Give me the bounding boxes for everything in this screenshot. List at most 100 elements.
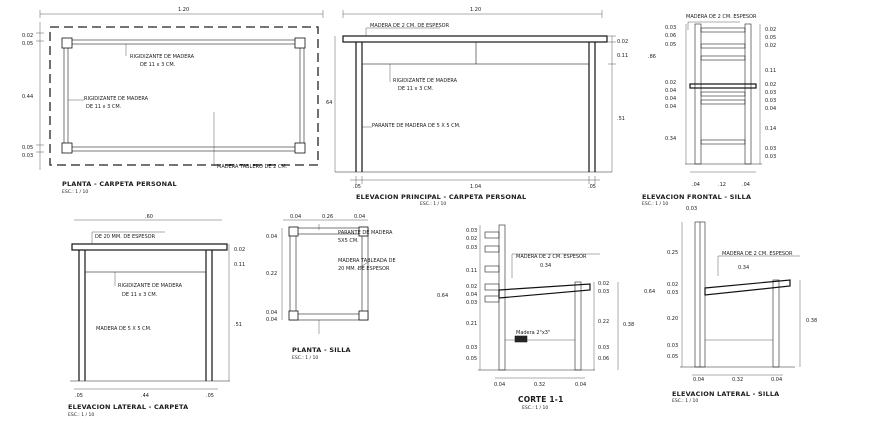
elev-frontal-dim-bottom-2: .04 [742,182,750,188]
planta-silla-dim-left-2: 0.04 [266,310,277,316]
corte-dim-right-1: 0.03 [598,289,609,295]
elev-principal-dim-bottom-0: .05 [353,184,361,190]
elev-lat-silla-scale: ESC.: 1 / 10 [672,398,698,404]
elev-frontal-dim-left-0: 0.03 [665,25,676,31]
planta-carpeta-label-tablero: MADERA TABLERO DE 2 CM. [217,164,288,170]
corte-dim-seat: 0.34 [540,263,551,269]
elev-frontal-dim-left-3: 0.02 [665,80,676,86]
planta-carpeta-scale: ESC.: 1 / 10 [62,189,88,195]
elev-lat-carpeta-dim-right-0: 0.02 [234,247,245,253]
corte-dim-bottom-1: 0.32 [534,382,545,388]
elev-lat-silla-dim-left-3: 0.20 [667,316,678,322]
elev-principal-title: ELEVACION PRINCIPAL - CARPETA PERSONAL [356,193,526,201]
elev-lat-silla-dim-top: 0.03 [686,206,697,212]
elev-principal-dim-right-1: 0.11 [617,53,628,59]
elev-frontal-dim-right-1: 0.05 [765,35,776,41]
elev-frontal-dim-right-6: 0.03 [765,98,776,104]
elev-lat-carpeta-label-madera: DE 20 MM. DE ESPESOR [95,234,156,240]
planta-silla-dim-top-1: 0.26 [322,214,333,220]
corte-dim-left-1: 0.02 [466,236,477,242]
corte-dim-left-8: 0.03 [466,345,477,351]
elev-lat-carpeta-dim-bottom-0: .05 [75,393,83,399]
elev-lat-silla-dim-left-0: 0.25 [667,250,678,256]
elev-frontal-dim-right-4: 0.02 [765,82,776,88]
elev-frontal-dim-left-1: 0.06 [665,33,676,39]
corte-title: CORTE 1-1 [518,395,564,404]
elev-frontal-dim-left-4: 0.04 [665,88,676,94]
elev-principal-label-madera: MADERA DE 2 CM. DE ESPESOR [370,23,450,29]
corte-dim-bottom-0: 0.04 [494,382,505,388]
elev-frontal-dim-left-5: 0.04 [665,96,676,102]
elevacion-principal-view: 1.20 MADERA DE 2 CM. DE ESPESOR RIGIDIZA… [326,7,628,207]
elev-principal-label-rigidizante-b: DE 11 x 3 CM. [398,86,434,92]
elev-lat-carpeta-dim-right-1: 0.11 [234,262,245,268]
planta-silla-label-tableada: MADERA TABLEADA DE [338,258,396,264]
elev-frontal-dim-total: .86 [648,54,656,60]
elev-lat-carpeta-scale: ESC.: 1 / 10 [68,412,94,418]
elev-frontal-dim-left-6: 0.04 [665,104,676,110]
elev-frontal-dim-right-9: 0.03 [765,146,776,152]
elev-lat-silla-dim-total: 0.64 [644,289,655,295]
elev-principal-label-rigidizante: RIGIDIZANTE DE MADERA [393,78,458,84]
elev-lat-silla-dim-left-1: 0.02 [667,282,678,288]
planta-carpeta-dim-left-1: 0.05 [22,41,33,47]
planta-silla-dim-top-0: 0.04 [290,214,301,220]
planta-carpeta-label-rigidizante-2b: DE 11 x 3 CM. [86,104,122,110]
elev-lat-silla-dim-left-4: 0.03 [667,343,678,349]
planta-silla-title: PLANTA - SILLA [292,346,351,354]
elev-lat-carpeta-label-parante: MADERA DE 5 X 5 CM. [96,326,152,332]
planta-carpeta-dim-left-4: 0.03 [22,153,33,159]
corte-label-madera: MADERA DE 2 CM. ESPESOR [516,254,587,260]
elevacion-lateral-carpeta-view: .60 DE 20 MM. DE ESPESOR RIGIDIZANTE DE … [68,214,245,418]
planta-carpeta-dim-left-0: 0.02 [22,33,33,39]
elev-lat-carpeta-dim-right-2: .51 [234,322,242,328]
elev-lat-silla-dim-seat: 0.34 [738,265,749,271]
planta-carpeta-dim-left-2: 0.44 [22,94,33,100]
corte-dim-right-0: 0.02 [598,281,609,287]
planta-silla-label-tableada-b: 20 MM. DE ESPESOR [338,266,390,272]
planta-carpeta-label-rigidizante-1: RIGIDIZANTE DE MADERA [130,54,195,60]
elev-frontal-dim-left-7: 0.34 [665,136,676,142]
elev-frontal-label-madera: MADERA DE 2 CM. ESPESOR [686,14,757,20]
planta-silla-dim-top-2: 0.04 [354,214,365,220]
corte-dim-left-6: 0.03 [466,300,477,306]
planta-carpeta-dim-left-3: 0.05 [22,145,33,151]
planta-silla-label-parante: PARANTE DE MADERA [338,230,393,236]
elev-frontal-dim-bottom-1: .12 [718,182,726,188]
elev-lat-carpeta-label-rigidizante-b: DE 11 x 3 CM. [122,292,158,298]
elev-lat-carpeta-dim-bottom-1: .44 [141,393,149,399]
elev-frontal-dim-right-2: 0.02 [765,43,776,49]
corte-dim-bottom-2: 0.04 [575,382,586,388]
elev-principal-dim-bottom-2: .05 [588,184,596,190]
elev-frontal-dim-bottom-0: .04 [692,182,700,188]
elev-frontal-dim-right-3: 0.11 [765,68,776,74]
elev-frontal-dim-right-0: 0.02 [765,27,776,33]
planta-silla-view: 0.04 0.26 0.04 PARANTE DE MADERA 5X5 CM.… [266,214,396,361]
elev-lat-carpeta-label-rigidizante: RIGIDIZANTE DE MADERA [118,283,183,289]
elev-principal-dim-top: 1.20 [470,7,481,13]
planta-silla-dim-left-3: 0.04 [266,317,277,323]
elev-lat-silla-dim-bottom-2: 0.04 [771,377,782,383]
corte-dim-right-2: 0.22 [598,319,609,325]
corte-1-1-view: MADERA DE 2 CM. ESPESOR Madera 2"x3" 0.3… [437,224,634,411]
corte-label-small: Madera 2"x3" [516,330,550,336]
elev-lat-silla-dim-left-2: 0.03 [667,290,678,296]
elev-principal-label-parante: PARANTE DE MADERA DE 5 X 5 CM. [372,123,461,129]
corte-dim-left-5: 0.04 [466,292,477,298]
corte-dim-left-9: 0.05 [466,356,477,362]
corte-dim-right-3: 0.03 [598,345,609,351]
planta-silla-dim-left-1: 0.22 [266,271,277,277]
elev-lat-silla-dim-bottom-0: 0.04 [693,377,704,383]
corte-dim-left-4: 0.02 [466,284,477,290]
elev-lat-silla-dim-right: 0.38 [806,318,817,324]
elev-lat-silla-title: ELEVACION LATERAL - SILLA [672,390,779,398]
elev-frontal-dim-right-8: 0.14 [765,126,776,132]
corte-dim-left-0: 0.03 [466,228,477,234]
elev-lat-silla-label-madera: MADERA DE 2 CM. ESPESOR [722,251,793,257]
elev-lat-silla-dim-bottom-1: 0.32 [732,377,743,383]
corte-dim-left-3: 0.11 [466,268,477,274]
planta-carpeta-dim-top: 1.20 [178,7,189,13]
elev-lat-silla-dim-left-5: 0.05 [667,354,678,360]
planta-silla-dim-left-0: 0.04 [266,234,277,240]
